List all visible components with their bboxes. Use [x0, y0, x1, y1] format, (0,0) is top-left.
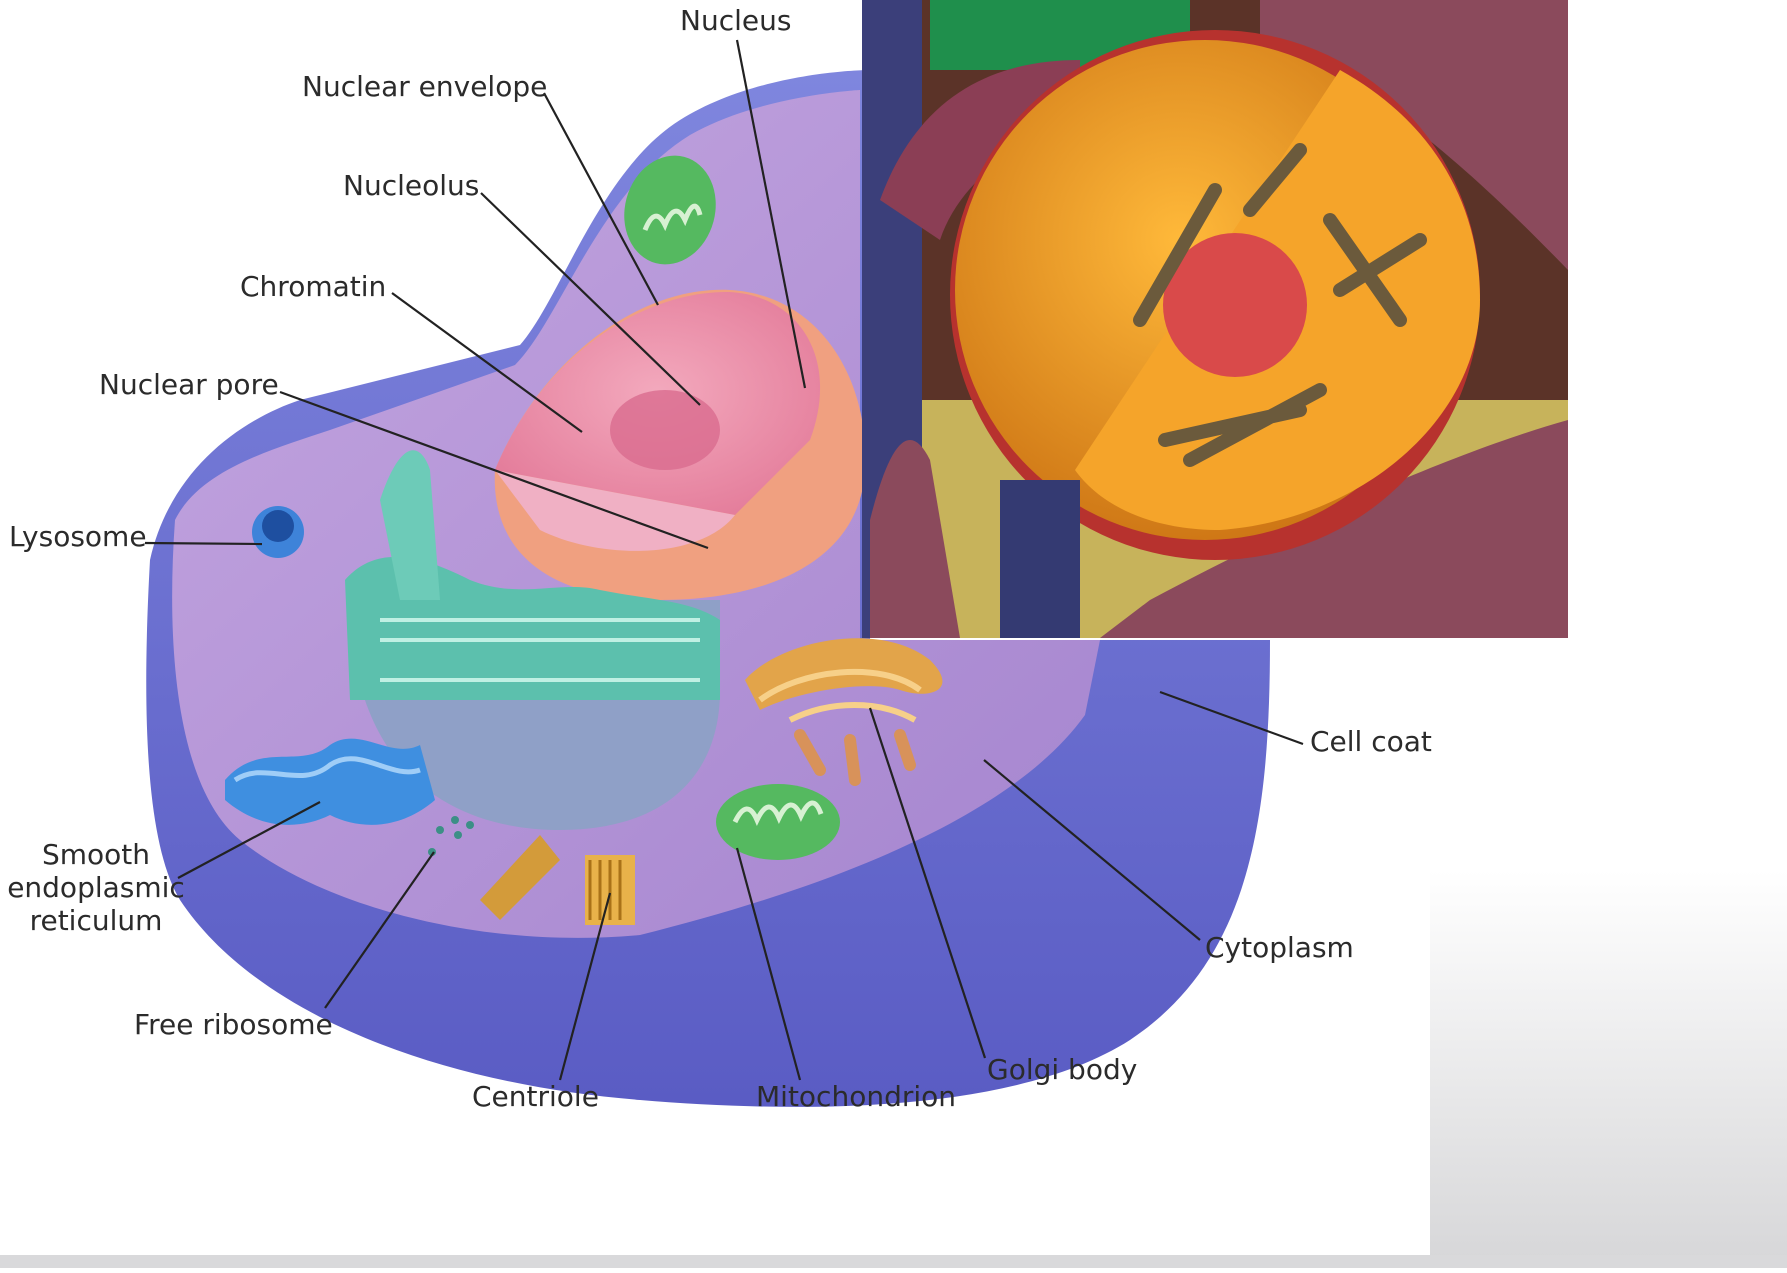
bottom-strip	[0, 1255, 1787, 1268]
label-nuclear-envelope: Nuclear envelope	[302, 72, 547, 102]
label-smooth-er: Smooth endoplasmic reticulum	[6, 838, 186, 937]
label-free-ribosome: Free ribosome	[134, 1010, 333, 1040]
mitochondrion-bottom	[716, 784, 840, 860]
label-nucleolus: Nucleolus	[343, 171, 479, 201]
label-cytoplasm: Cytoplasm	[1205, 933, 1354, 963]
nucleus-render-panel	[862, 0, 1568, 638]
label-golgi-body: Golgi body	[987, 1055, 1137, 1085]
label-cell-coat: Cell coat	[1310, 727, 1432, 757]
label-mitochondrion: Mitochondrion	[756, 1082, 956, 1112]
label-chromatin: Chromatin	[240, 272, 386, 302]
background-fade	[1430, 870, 1787, 1268]
label-lysosome: Lysosome	[9, 522, 147, 552]
label-nucleus: Nucleus	[680, 6, 791, 36]
label-centriole: Centriole	[472, 1082, 599, 1112]
label-nuclear-pore: Nuclear pore	[99, 370, 279, 400]
